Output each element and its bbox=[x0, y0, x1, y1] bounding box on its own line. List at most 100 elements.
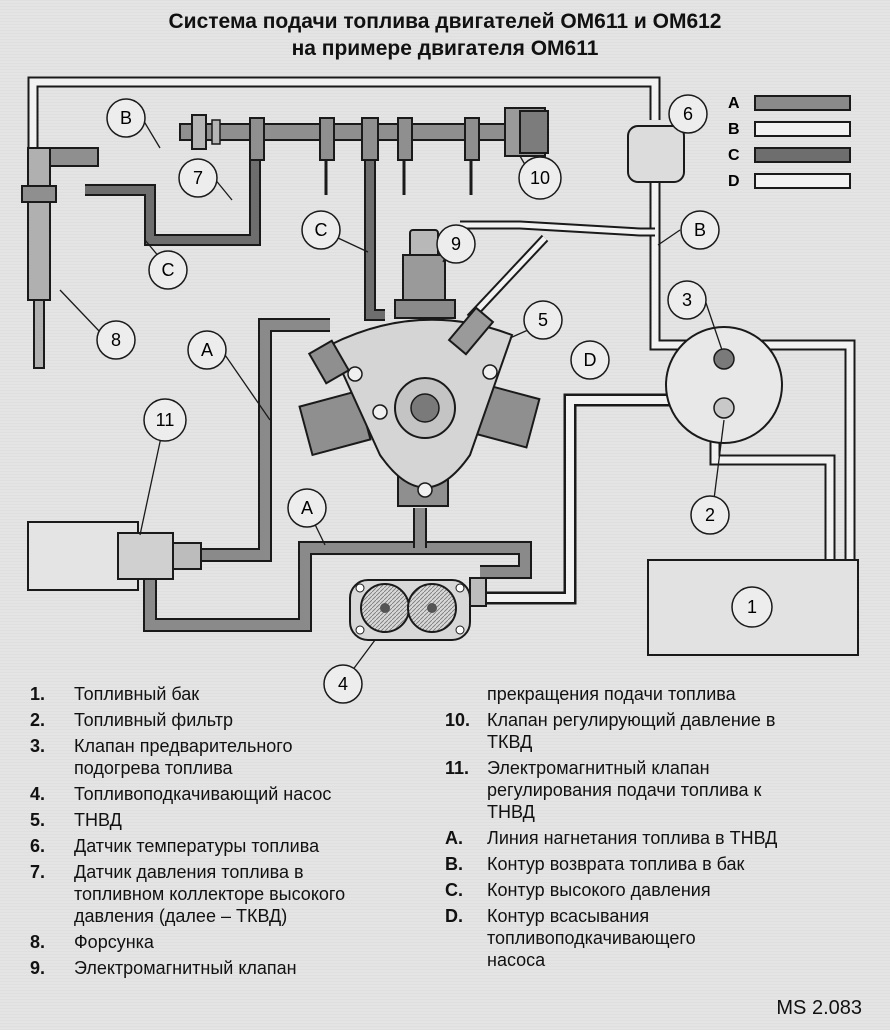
legend-entry-number: 7. bbox=[30, 862, 46, 882]
legend-entry-line: Линия нагнетания топлива в ТНВД bbox=[487, 828, 778, 848]
callout-6-label: 6 bbox=[683, 104, 693, 124]
legend-entry-line: Контур высокого давления bbox=[487, 880, 711, 900]
callout-2-label: 2 bbox=[705, 505, 715, 525]
callout-d: D bbox=[570, 340, 610, 380]
callout-c-lower: C bbox=[148, 250, 188, 290]
callout-11: 11 bbox=[143, 398, 187, 442]
legend-entry-number: 2. bbox=[30, 710, 46, 730]
legend-entry-number: 9. bbox=[30, 958, 46, 978]
legend-entry-number: A. bbox=[445, 828, 463, 848]
legend-entry-line: Клапан предварительного bbox=[74, 736, 293, 756]
legend-entry-line: Топливоподкачивающий насос bbox=[74, 784, 332, 804]
legend-entry-line: ТНВД bbox=[74, 810, 122, 830]
legend-entry-line: Датчик температуры топлива bbox=[74, 836, 320, 856]
callout-c-lower-label: C bbox=[162, 260, 175, 280]
legend-entry-text: Топливоподкачивающий насос bbox=[74, 783, 331, 805]
legend-entry-line: ТНВД bbox=[487, 802, 535, 822]
legend-entry-text: прекращения подачи топлива bbox=[487, 683, 736, 705]
line-key-c-label: C bbox=[728, 147, 740, 164]
legend-entry-number: 4. bbox=[30, 784, 46, 804]
line-key-d-label: D bbox=[728, 173, 740, 190]
legend-entry-line: Контур всасывания bbox=[487, 906, 650, 926]
callout-3: 3 bbox=[667, 280, 707, 320]
callout-b-right-label: B bbox=[694, 220, 706, 240]
legend-entry-line: Электромагнитный клапан bbox=[487, 758, 710, 778]
legend-entry-line: давления (далее – ТКВД) bbox=[74, 906, 288, 926]
legend-entry-line: прекращения подачи топлива bbox=[487, 684, 736, 704]
fuel-filter bbox=[665, 326, 783, 444]
callout-4: 4 bbox=[323, 664, 363, 704]
callout-a-upper: A bbox=[187, 330, 227, 370]
callout-7: 7 bbox=[178, 158, 218, 198]
callout-a-lower: A bbox=[287, 488, 327, 528]
line-key-d-swatch bbox=[754, 173, 851, 189]
fuel-rail bbox=[179, 114, 521, 195]
callout-11-label: 11 bbox=[156, 410, 175, 430]
callout-b-top: B bbox=[106, 98, 146, 138]
legend-entry-number: B. bbox=[445, 854, 463, 874]
line-key-b-label: B bbox=[728, 121, 740, 138]
legend-entry-line: подогрева топлива bbox=[74, 758, 233, 778]
callouts: B 7 10 6 C 9 B C bbox=[96, 94, 773, 704]
legend-entry-number: 10. bbox=[445, 710, 471, 730]
callout-5: 5 bbox=[523, 300, 563, 340]
callout-6: 6 bbox=[668, 94, 708, 134]
legend-entry-text: Электромагнитный клапан bbox=[74, 957, 297, 979]
callout-3-label: 3 bbox=[682, 290, 692, 310]
legend-entry-line: Датчик давления топлива в bbox=[74, 862, 304, 882]
callout-8: 8 bbox=[96, 320, 136, 360]
callout-b-top-label: B bbox=[120, 108, 132, 128]
injector bbox=[21, 147, 99, 369]
title-line-2: на примере двигателя ОМ611 bbox=[291, 37, 599, 60]
callout-8-label: 8 bbox=[111, 330, 121, 350]
callout-a-upper-label: A bbox=[201, 340, 213, 360]
legend-entry-text: ТНВД bbox=[74, 809, 122, 831]
legend-entry-text: Датчик температуры топлива bbox=[74, 835, 319, 857]
legend-entry-number: D. bbox=[445, 906, 463, 926]
legend-entry-line: Контур возврата топлива в бак bbox=[487, 854, 745, 874]
callout-4-label: 4 bbox=[338, 674, 348, 694]
legend-entry-text: Топливный фильтр bbox=[74, 709, 233, 731]
high-pressure-pump bbox=[298, 306, 541, 507]
callout-2: 2 bbox=[690, 495, 730, 535]
legend-entry-number: 6. bbox=[30, 836, 46, 856]
callout-5-label: 5 bbox=[538, 310, 548, 330]
callout-c-upper: C bbox=[301, 210, 341, 250]
legend-entry-line: Клапан регулирующий давление в bbox=[487, 710, 776, 730]
title-line-1: Система подачи топлива двигателей ОМ611 … bbox=[168, 10, 722, 33]
line-key: A B C D bbox=[728, 95, 851, 190]
feed-control-valve bbox=[27, 521, 202, 591]
callout-c-upper-label: C bbox=[315, 220, 328, 240]
callout-7-label: 7 bbox=[193, 168, 203, 188]
legend-entry-number: 5. bbox=[30, 810, 46, 830]
legend-entry-number: 3. bbox=[30, 736, 46, 756]
callout-10-label: 10 bbox=[530, 168, 550, 188]
legend-entry-number: 8. bbox=[30, 932, 46, 952]
cutoff-solenoid bbox=[394, 229, 456, 319]
callout-1-label: 1 bbox=[747, 597, 757, 617]
legend-entry-number: 1. bbox=[30, 684, 46, 704]
feed-pump bbox=[349, 577, 487, 641]
legend-entry-text: Контур возврата топлива в бак bbox=[487, 853, 744, 875]
legend-entry-line: ТКВД bbox=[487, 732, 533, 752]
pressure-regulating-valve bbox=[504, 107, 549, 157]
legend-entry-number: C. bbox=[445, 880, 463, 900]
callout-10: 10 bbox=[518, 156, 562, 200]
legend-entry-line: Топливный бак bbox=[74, 684, 200, 704]
diagram-title: Система подачи топлива двигателей ОМ611 … bbox=[0, 8, 890, 62]
callout-1: 1 bbox=[731, 586, 773, 628]
legend-entry-line: насоса bbox=[487, 950, 546, 970]
legend-entry-line: Электромагнитный клапан bbox=[74, 958, 297, 978]
feed-line-a bbox=[143, 318, 532, 632]
legend-entry-line: регулирования подачи топлива к bbox=[487, 780, 762, 800]
callout-a-lower-label: A bbox=[301, 498, 313, 518]
legend-entry-text: Топливный бак bbox=[74, 683, 199, 705]
figure-reference: MS 2.083 bbox=[776, 997, 862, 1019]
